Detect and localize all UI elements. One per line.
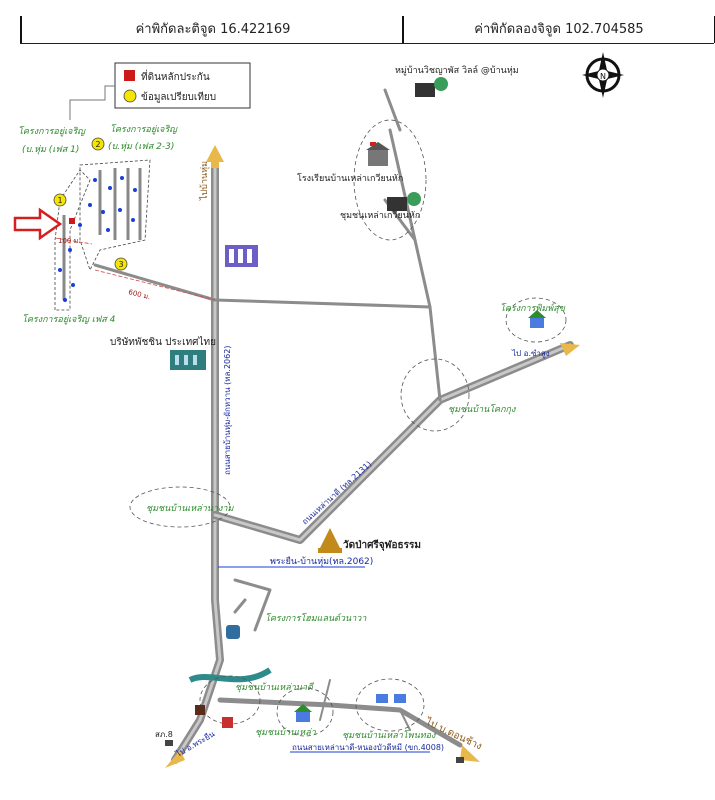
marker-2-text: 2 [95, 140, 100, 149]
temple-label: วัดป่าศรีจุฬอธรรม [343, 539, 421, 551]
arrow-se-icon [460, 745, 480, 762]
banlao-zone [276, 687, 334, 737]
laoprom-label: ชุมชนบ้านเหล่าโพนทอง [342, 729, 436, 741]
road-2062-vertical-label: ถนนสายบ้านหุ่ม-ผักหวาน (ทล.2062) [223, 346, 232, 475]
comparison-marker-3 [114, 257, 128, 271]
khokkung-zone [400, 358, 470, 432]
village-icon [415, 77, 448, 97]
comparison-circle-icon [123, 89, 137, 103]
phase23-sub-label: (บ.หุ่ม (เฟส 2-3) [108, 142, 174, 152]
marker-1-text: 1 [57, 196, 62, 205]
temple-icon [318, 528, 342, 553]
village-vision-label: หมู่บ้านวิชญาพัส วิลล์ @บ้านหุ่ม [395, 64, 519, 76]
comparison-marker-1 [53, 193, 67, 207]
banlao-house-icon [294, 704, 312, 722]
gas-station-icon [195, 705, 205, 715]
community-house-icon [387, 192, 421, 211]
marker-3-text: 3 [118, 260, 123, 269]
coordinate-header: ค่าพิกัดละติจูด 16.422169 ค่าพิกัดลองจิจ… [20, 16, 715, 44]
river [188, 667, 272, 683]
building-icon [225, 245, 258, 267]
community-laokwian-label: ชุมชนเหล่าเกวียนหัก [340, 210, 420, 221]
distance-100-label: 100 ม. [58, 237, 80, 245]
legend: ที่ดินหลักประกัน ข้อมูลเปรียบเทียบ [69, 62, 251, 120]
distance-600-label: 600 ม. [128, 288, 152, 301]
road-2062-horizontal-label: พระยืน-บ้านหุ่ม(ทล.2062) [270, 556, 373, 567]
school-community-zone [353, 119, 427, 241]
comparison-marker-2 [91, 137, 105, 151]
phase1-label: โครงการอยู่เจริญ [18, 125, 86, 137]
phase1-sub-label: (บ.หุ่ม (เฟส 1) [22, 145, 79, 155]
factory-icon [170, 350, 206, 370]
collateral-land-icon [69, 218, 75, 224]
collateral-square-icon [124, 70, 135, 81]
road-2131-label: ถนนเหล่านาดี (ทล.2131) [300, 459, 373, 526]
arrow-up-icon [206, 145, 224, 168]
arrow-ne-icon [560, 343, 580, 356]
police-icon [165, 740, 173, 746]
phase23-label: โครงการอยู่เจริญ [110, 123, 178, 135]
to-kham-label: ไป อ.ซำสูง [511, 349, 550, 359]
laoprom-zone [355, 678, 425, 732]
wanawa-icon [226, 625, 240, 639]
phumsuk-label: โครงการพิมพ์สุข [500, 302, 566, 314]
laoprom-house-icon [376, 694, 406, 703]
khokkung-label: ชุมชนบ้านโคกกุง [448, 403, 516, 415]
comparison-markers: 1 2 3 [53, 137, 128, 271]
north-arrow-icon: N [582, 52, 624, 98]
latitude-text: ค่าพิกัดละติจูด 16.422169 [135, 22, 291, 37]
arrow-sw-icon [165, 750, 185, 768]
laonangam-label: ชุมชนบ้านเหล่านางาม [146, 503, 234, 514]
collateral-arrow-icon [13, 207, 63, 241]
company-label: บริษัทพัชชิน ประเทศไทย [110, 336, 216, 348]
roads [93, 88, 574, 764]
banlao-label: ชุมชนบ้านเหล่า [255, 727, 317, 738]
school-label: โรงเรียนบ้านเหล่าเกวียนหัก [297, 173, 403, 184]
school-icon [366, 142, 390, 166]
to-banhum-label: ไปบ้านหุ่ม [199, 161, 210, 201]
project-blocks [54, 159, 151, 311]
latitude-cell: ค่าพิกัดละติจูด 16.422169 [20, 16, 404, 43]
road-4008-label: ถนนสายเหล่านาดี-หนองบัวดีหมี (ขก.4008) [292, 743, 444, 752]
phase4-label: โครงการอยู่เจริญ เฟส 4 [22, 313, 116, 325]
laonangam-zone [129, 486, 231, 528]
legend-collateral-label: ที่ดินหลักประกัน [141, 69, 210, 83]
compass-n: N [600, 72, 606, 81]
house-markers [58, 176, 137, 302]
phumsuk-zone [505, 297, 567, 343]
wanawa-label: โครงการโฮมแลนด์วนาวา [265, 612, 367, 624]
phumsuk-house-icon [528, 310, 546, 328]
legend-comparison-label: ข้อมูลเปรียบเทียบ [141, 91, 216, 103]
longitude-text: ค่าพิกัดลองจิจูด 102.704585 [474, 22, 644, 37]
laonadi-label: ชุมชนบ้านเหล่านาดี [235, 682, 315, 693]
police-label: สภ.8 [155, 730, 173, 739]
convenience-store-icon [222, 717, 233, 728]
donchang-icon [456, 757, 464, 763]
